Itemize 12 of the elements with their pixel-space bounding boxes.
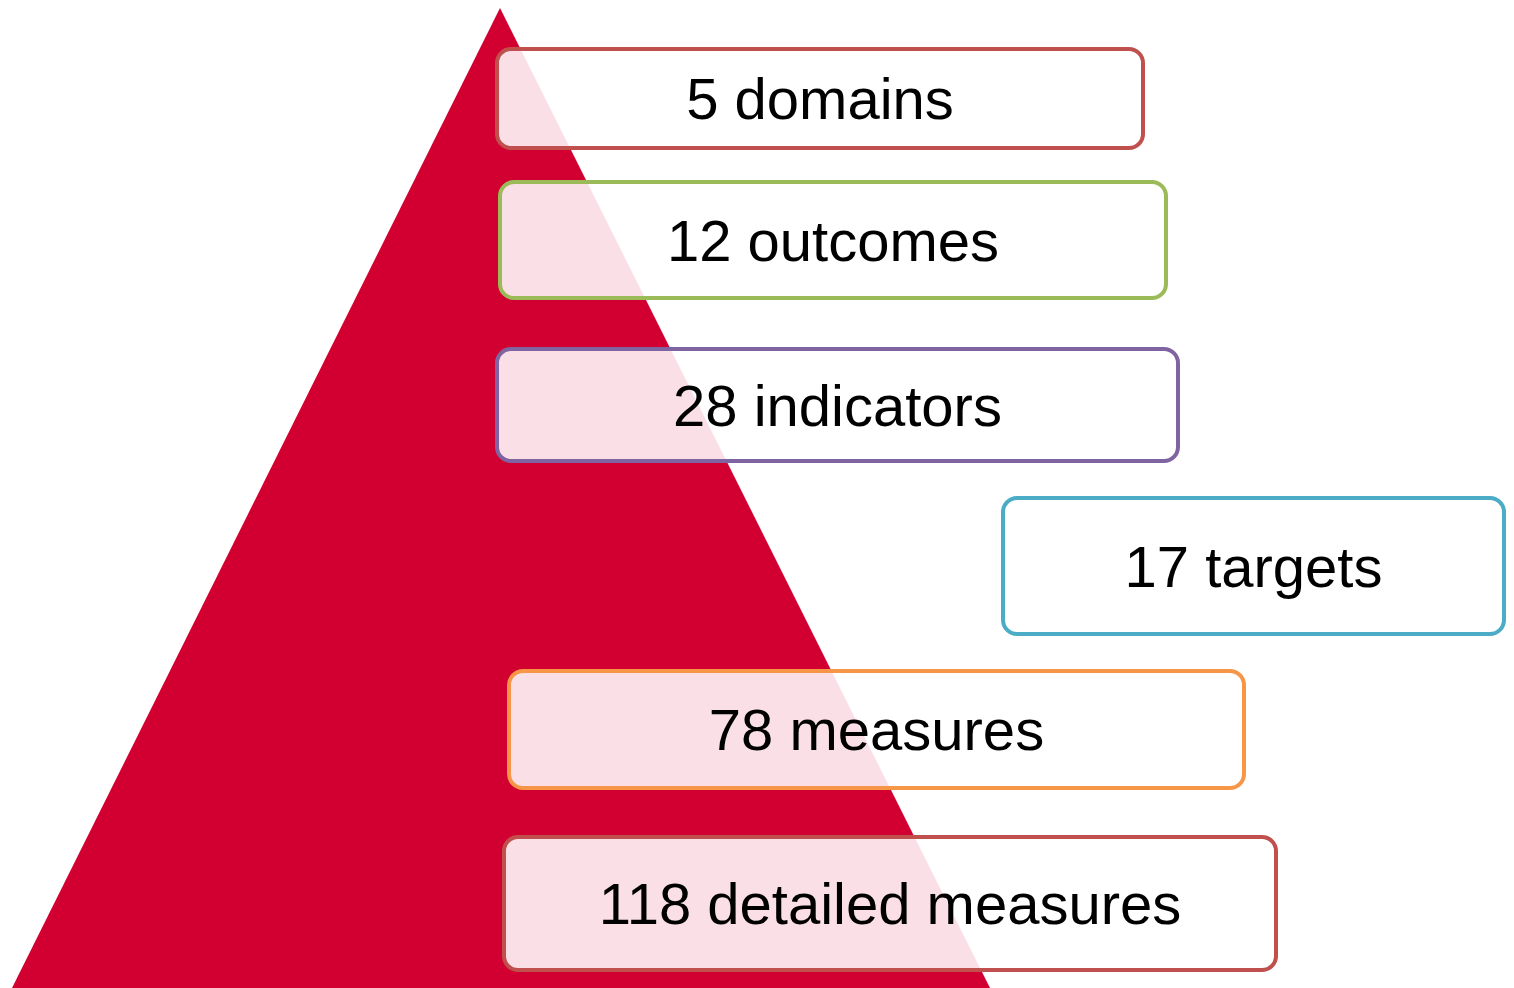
level-box bbox=[498, 180, 1168, 300]
level-box bbox=[502, 835, 1278, 972]
level-label: 17 targets bbox=[1124, 532, 1383, 600]
level-label: 118 detailed measures bbox=[598, 870, 1182, 937]
level-box bbox=[495, 47, 1145, 150]
level-label: 28 indicators bbox=[673, 371, 1002, 439]
level-label: 5 domains bbox=[686, 65, 954, 132]
level-label: 78 measures bbox=[708, 696, 1045, 763]
level-label: 12 outcomes bbox=[666, 206, 1000, 274]
level-box bbox=[1001, 496, 1506, 636]
level-box bbox=[495, 347, 1180, 463]
level-box bbox=[507, 669, 1246, 790]
